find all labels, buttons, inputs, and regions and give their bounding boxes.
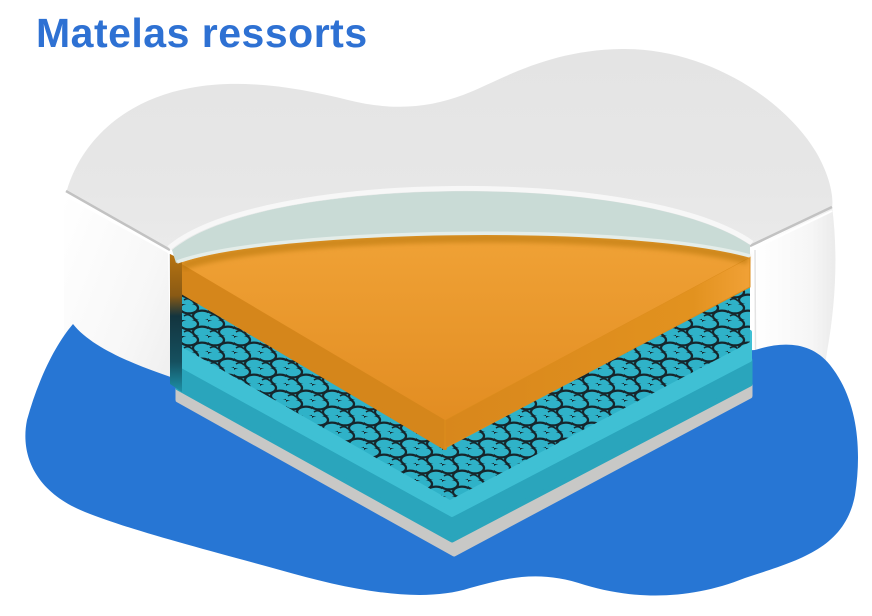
left-cut-face-strip	[170, 254, 182, 392]
foam-layer-top	[180, 234, 750, 420]
foam-arc-shadow	[180, 233, 750, 271]
page-title: Matelas ressorts	[36, 10, 368, 56]
cover-cut-lip	[167, 186, 754, 250]
top-cover-surface	[67, 48, 833, 250]
mattress-cutaway-layers	[167, 186, 754, 557]
comfort-pad-lip	[176, 231, 751, 264]
springs-layer	[180, 280, 750, 500]
comfort-pad-layer	[172, 191, 751, 264]
spring-coils-pattern	[180, 280, 750, 500]
